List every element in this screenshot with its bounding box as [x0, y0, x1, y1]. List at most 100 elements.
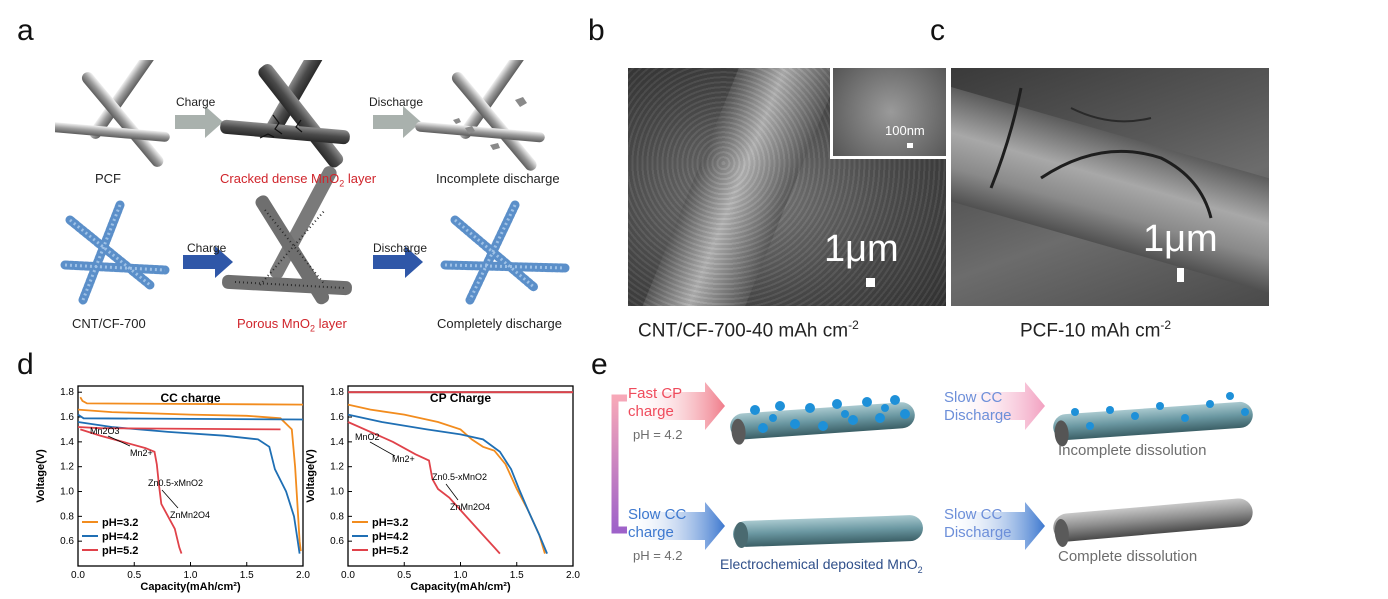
top-cylinder-remaining [1053, 401, 1253, 447]
annotation-label: ZnMn2O4 [170, 510, 210, 520]
label-ph-top: pH = 4.2 [633, 427, 683, 442]
y-tick-label: 1.8 [330, 387, 344, 398]
flow-bracket [611, 394, 627, 534]
annotation-label: Mn2O3 [90, 426, 120, 436]
legend-label: pH=5.2 [102, 545, 138, 557]
incomplete-fibers [415, 60, 545, 171]
row1-discharge-label: Discharge [369, 95, 424, 109]
y-axis-label: Voltage(V) [305, 449, 317, 503]
x-tick-label: 0.5 [397, 570, 411, 581]
label-electrochemical-deposited: Electrochemical deposited MnO2 [720, 556, 923, 575]
label-incomplete-dissolution: Incomplete dissolution [1058, 442, 1207, 459]
scale-bar-c [1177, 268, 1184, 282]
row1-charge-label: Charge [176, 95, 216, 109]
complete-fibers [440, 200, 570, 305]
top-discharge-arrow [945, 382, 1045, 430]
annotation-arrow [445, 483, 459, 501]
annotation-label: Zn0.5-xMnO2 [432, 472, 487, 482]
y-tick-label: 1.6 [60, 412, 74, 423]
label-pcf: PCF [95, 171, 121, 186]
annotation-arrow [369, 441, 396, 457]
legend-label: pH=3.2 [372, 517, 408, 529]
label-completely-discharge: Completely discharge [437, 316, 563, 331]
sem-inset: 100nm [830, 68, 946, 159]
panel-letter-a: a [17, 14, 34, 47]
annotation-arrow [107, 435, 131, 447]
y-tick-label: 0.6 [60, 536, 74, 547]
y-tick-label: 1.4 [60, 437, 74, 448]
label-ph-bottom: pH = 4.2 [633, 548, 683, 563]
discharge-arrow-grey [373, 106, 421, 138]
caption-b: CNT/CF-700-40 mAh cm-2 [638, 318, 859, 342]
legend-label: pH=5.2 [372, 545, 408, 557]
y-tick-label: 0.8 [330, 511, 344, 522]
top-cylinder-deposited [730, 402, 915, 445]
y-tick-label: 0.8 [60, 511, 74, 522]
bottom-discharge-arrow [945, 502, 1045, 550]
series-line-pH42-discharge [347, 413, 548, 554]
pcf-fibers [55, 60, 170, 167]
annotation-label: Mn2+ [130, 448, 153, 458]
label-porous-layer: Porous MnO2 layer [237, 316, 347, 334]
y-tick-label: 0.6 [330, 536, 344, 547]
chart-title: CP Charge [430, 391, 491, 405]
x-axis-label: Capacity(mAh/cm²) [410, 581, 511, 593]
x-tick-label: 0.0 [341, 570, 355, 581]
annotation-label: Mn2+ [392, 454, 415, 464]
slow-cc-charge-arrow [625, 502, 725, 550]
y-tick-label: 1.2 [60, 462, 74, 473]
inset-scale-bar [907, 143, 913, 148]
series-line-pH42-discharge [77, 421, 301, 554]
series-line-pH52-discharge [347, 421, 501, 555]
y-tick-label: 1.2 [330, 462, 344, 473]
cracked-fibers [220, 60, 350, 168]
charge-arrow-blue [183, 246, 233, 278]
label-cracked-layer: Cracked dense MnO2 layer [220, 171, 377, 189]
panel-a-schematic [55, 60, 570, 305]
bottom-cylinder-clean [1053, 498, 1253, 547]
discharge-arrow-blue [373, 246, 423, 278]
x-tick-label: 2.0 [566, 570, 580, 581]
annotation-arrow [161, 489, 179, 509]
panel-letter-b: b [588, 14, 605, 47]
series-line-pH42-charge [77, 413, 304, 421]
scale-label-c: 1μm [1143, 218, 1218, 260]
legend-label: pH=4.2 [102, 531, 138, 543]
annotation-label: Zn0.5-xMnO2 [148, 478, 203, 488]
x-tick-label: 1.0 [184, 570, 198, 581]
fast-cp-arrow [625, 382, 725, 430]
row2-discharge-label: Discharge [373, 241, 428, 255]
top-residual-clusters [1071, 392, 1249, 430]
x-tick-label: 0.5 [127, 570, 141, 581]
panel-e-schematic [611, 382, 1253, 550]
panel-letter-c: c [930, 14, 945, 47]
y-tick-label: 1.4 [330, 437, 344, 448]
series-line-pH32-charge [79, 396, 304, 406]
sem-image-cnt: 100nm 1μm [628, 68, 946, 306]
inset-scale-label: 100nm [885, 123, 925, 138]
x-tick-label: 0.0 [71, 570, 85, 581]
label-cnt-cf-700: CNT/CF-700 [72, 316, 146, 331]
scale-bar-b [866, 278, 875, 287]
y-tick-label: 1.6 [330, 412, 344, 423]
annotation-label: ZnMn2O4 [450, 502, 490, 512]
series-line-pH32-discharge [77, 408, 302, 552]
series-line-pH52-charge [77, 426, 281, 431]
chart-cc-charge: CC charge 0.0 0.5 1.0 1.5 2.0 0.6 0.8 1.0 1.2 1.4 1… [35, 385, 310, 593]
bottom-cylinder-deposited [733, 515, 923, 549]
panel-letter-d: d [17, 348, 34, 381]
legend-label: pH=4.2 [372, 531, 408, 543]
x-tick-label: 1.5 [510, 570, 524, 581]
x-tick-label: 1.5 [240, 570, 254, 581]
y-tick-label: 1.0 [60, 487, 74, 498]
top-mno2-clusters [750, 395, 910, 433]
caption-c: PCF-10 mAh cm-2 [1020, 318, 1172, 342]
chart-title: CC charge [160, 391, 220, 405]
label-incomplete-discharge: Incomplete discharge [436, 171, 560, 186]
charge-arrow-grey [175, 106, 223, 138]
y-tick-label: 1.0 [330, 487, 344, 498]
panel-letter-e: e [591, 348, 608, 381]
x-tick-label: 2.0 [296, 570, 310, 581]
